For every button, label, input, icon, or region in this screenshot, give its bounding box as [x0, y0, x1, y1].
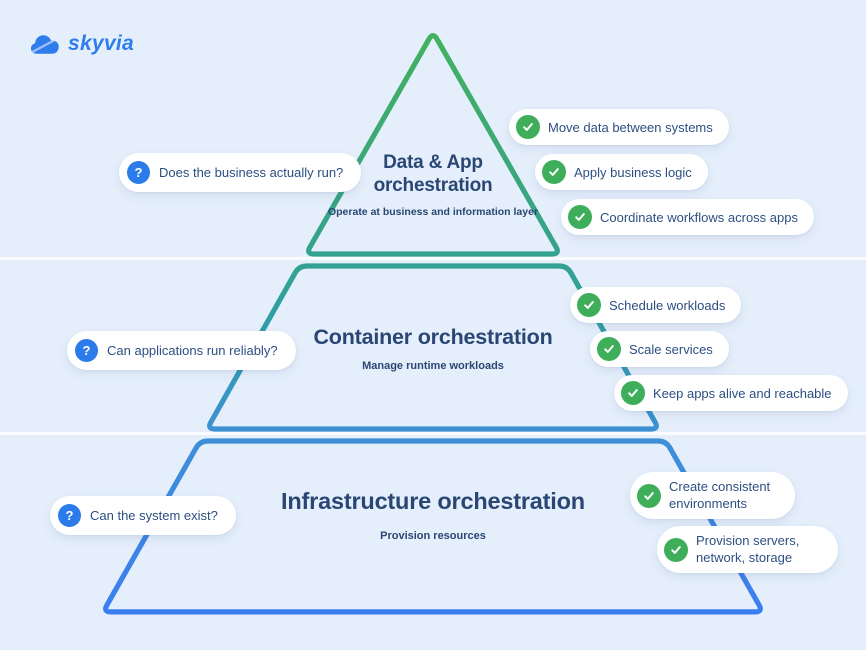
pyramid-layer-1-outline [306, 33, 560, 257]
question-mark-icon: ? [127, 161, 150, 184]
layer-3-subtitle: Provision resources [380, 530, 486, 542]
checkmark-icon [597, 337, 621, 361]
question-bubble-1: ? Does the business actually run? [119, 153, 362, 192]
pyramid-layer-2-outline [207, 263, 659, 432]
checkmark-icon [516, 115, 540, 139]
checkmark-icon [577, 293, 601, 317]
check-bubble: Scale services [590, 331, 729, 367]
check-bubble: Create consistent environments [630, 472, 795, 519]
checkmark-icon [664, 537, 688, 562]
layer-2-subtitle: Manage runtime workloads [362, 360, 504, 372]
question-text: Does the business actually run? [159, 165, 344, 180]
check-bubble: Provision servers, network, storage [657, 526, 838, 573]
check-text: Create consistent environments [669, 479, 771, 511]
check-text: Scale services [629, 341, 713, 357]
check-text: Apply business logic [574, 164, 692, 180]
layer-3-title: Infrastructure orchestration [281, 488, 585, 514]
logo-text: skyvia [68, 32, 135, 55]
check-text: Schedule workloads [609, 297, 726, 313]
checkmark-icon [568, 205, 592, 229]
checkmark-icon [542, 160, 566, 184]
check-bubble: Move data between systems [509, 109, 729, 145]
check-bubble: Schedule workloads [570, 287, 742, 323]
question-mark-icon: ? [75, 339, 98, 362]
divider-line-2 [0, 432, 866, 435]
pyramid-layer-3-outline [103, 438, 763, 615]
layer-2-title: Container orchestration [313, 325, 553, 349]
check-bubble: Coordinate workflows across apps [561, 199, 814, 235]
check-text: Move data between systems [548, 119, 713, 135]
layer-1-title: Data & App orchestration [373, 152, 493, 196]
check-text: Provision servers, network, storage [696, 533, 800, 565]
question-mark-icon: ? [58, 504, 81, 527]
question-bubble-3: ? Can the system exist? [50, 496, 236, 535]
skyvia-logo: skyvia [30, 32, 134, 56]
check-bubble: Keep apps alive and reachable [614, 375, 848, 411]
check-text: Coordinate workflows across apps [600, 209, 798, 225]
layer-1-subtitle: Operate at business and information laye… [327, 206, 539, 218]
check-text: Keep apps alive and reachable [653, 385, 832, 401]
question-text: Can applications run reliably? [107, 343, 278, 358]
checkmark-icon [621, 381, 645, 405]
cloud-icon [30, 35, 59, 54]
divider-line-1 [0, 257, 866, 260]
question-bubble-2: ? Can applications run reliably? [67, 331, 296, 370]
check-bubble: Apply business logic [535, 154, 708, 190]
checkmark-icon [637, 483, 661, 508]
question-text: Can the system exist? [90, 508, 218, 523]
